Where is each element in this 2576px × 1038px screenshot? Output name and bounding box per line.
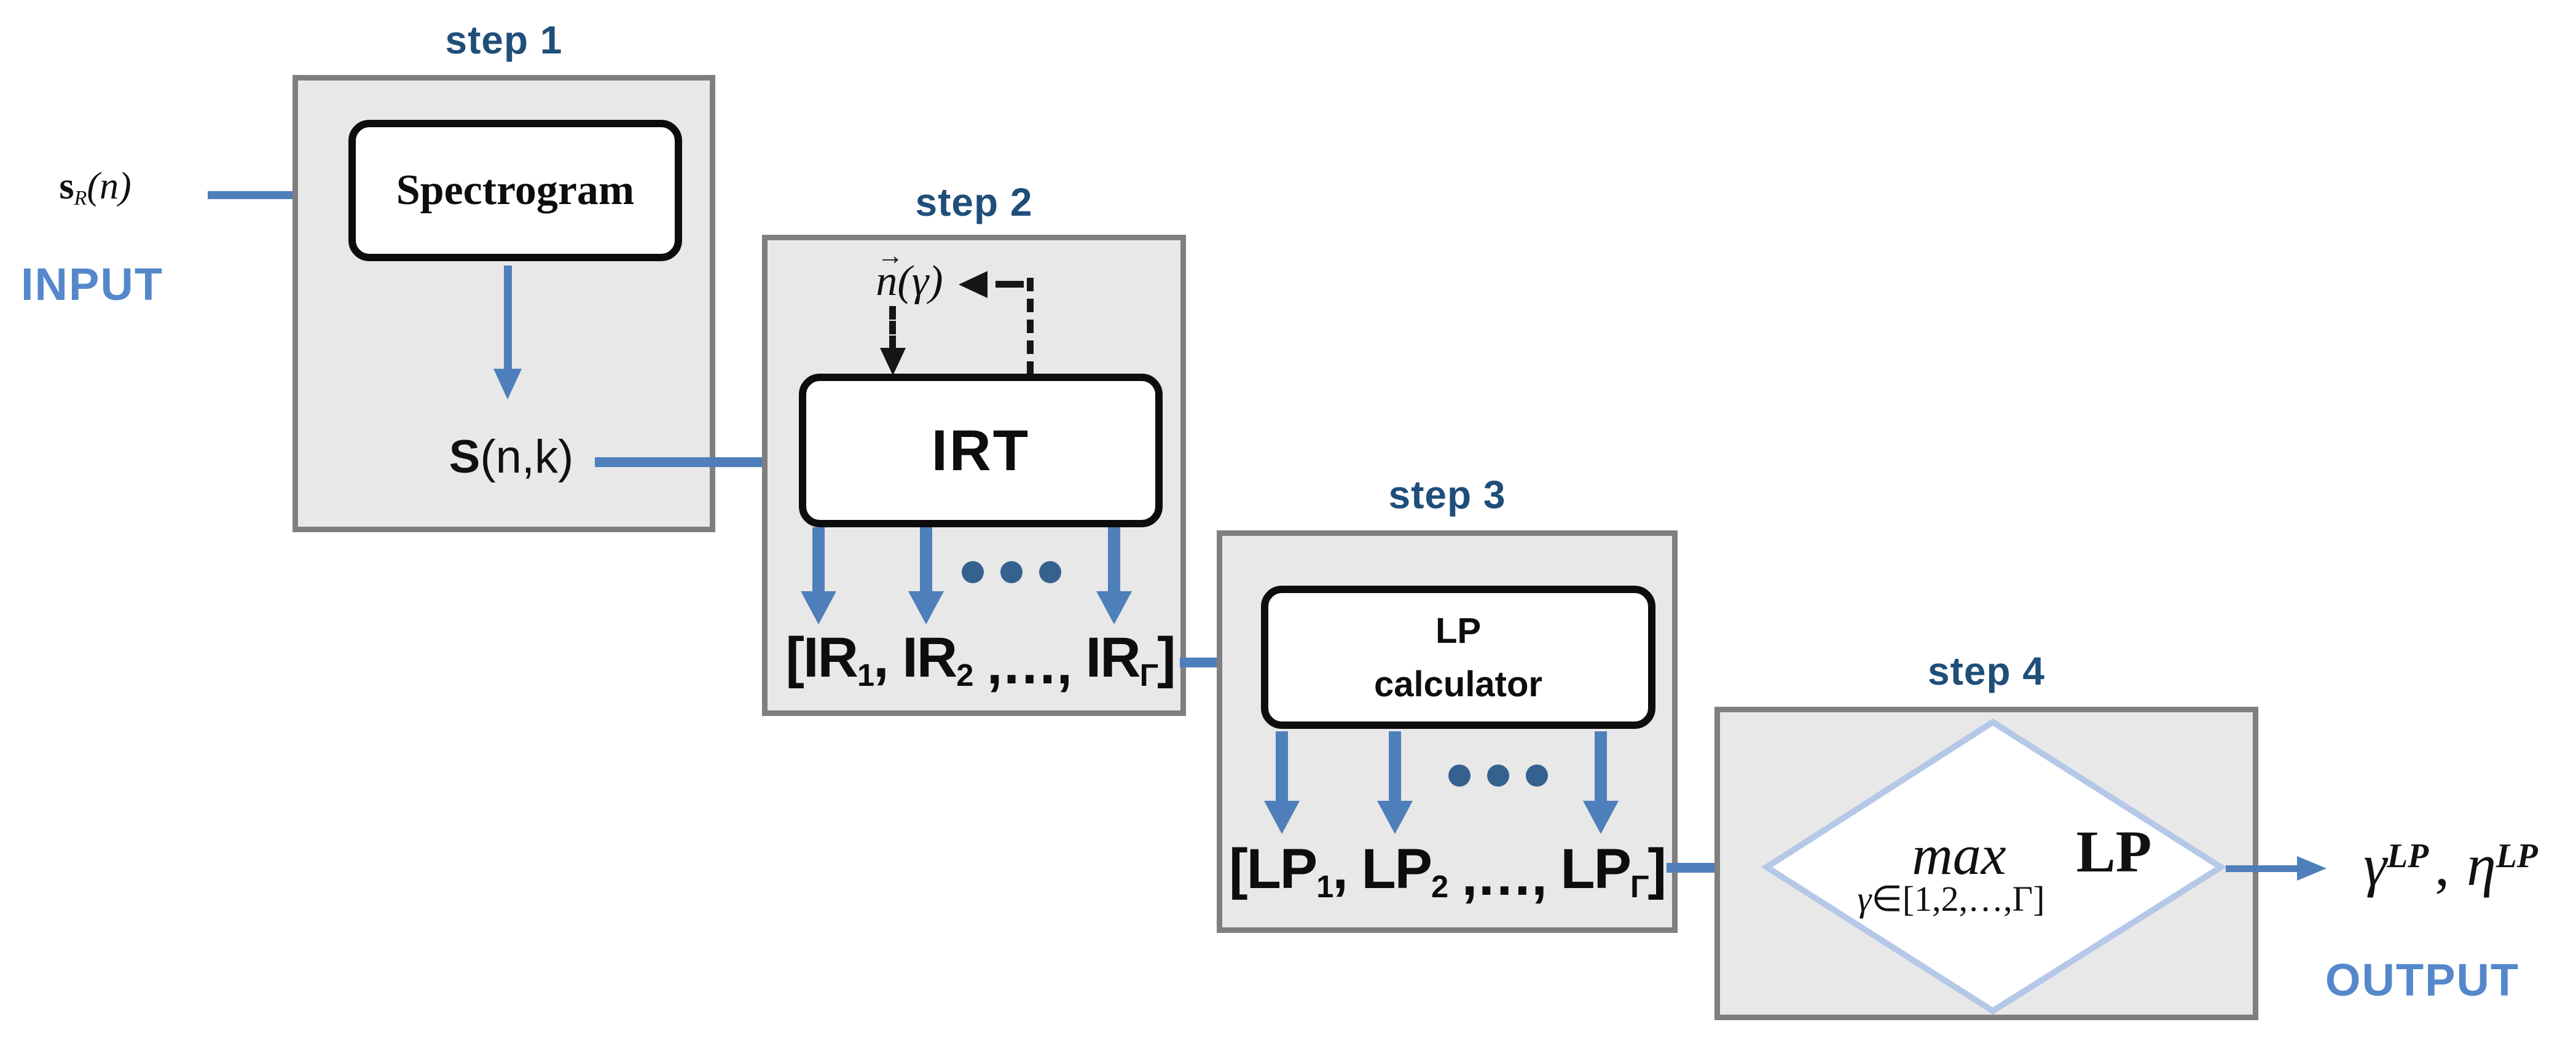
dot-icon [1448, 765, 1471, 787]
ellipsis-dots-step2 [962, 561, 1061, 583]
step3-title: step 3 [1388, 473, 1506, 517]
output-caption: OUTPUT [2325, 954, 2520, 1005]
input-signal-label: sR(n) [18, 165, 172, 210]
step2-title: step 2 [915, 180, 1033, 224]
lpcalc-out-arrowhead-1 [1264, 801, 1300, 834]
noise-vector-arg: (γ) [897, 258, 943, 305]
feedback-dashdot-vertical [1027, 278, 1034, 375]
irt-out-arrow-3 [1108, 527, 1120, 592]
step1-title: step 1 [445, 18, 563, 62]
input-signal-subscript: R [74, 187, 87, 210]
noise-vector-base: →n [876, 241, 904, 305]
lpcalc-out-arrowhead-3 [1583, 801, 1619, 834]
spectrogram-output-arg: (n,k) [480, 431, 574, 483]
dot-icon [962, 561, 984, 583]
lp-list-label: [LP1, LP2 ,…, LPΓ] [1228, 838, 1667, 908]
dot-icon [1039, 561, 1061, 583]
spectrogram-block-label: Spectrogram [396, 167, 635, 214]
spectrogram-output-label: S(n,k) [387, 430, 635, 484]
max-constraint-rest: ∈[1,2,…,Γ] [1871, 879, 2045, 919]
output-signal2-sup: LP [2496, 837, 2538, 876]
output-signal2-base: η [2467, 832, 2496, 898]
max-decision-diamond [1756, 717, 2229, 1016]
noise-dashed-arrowhead-icon [880, 348, 906, 375]
max-operand: LP [2076, 819, 2152, 884]
step4-title: step 4 [1928, 649, 2045, 693]
noise-vector-label: →n(γ) [823, 241, 995, 306]
input-caption: INPUT [21, 259, 163, 310]
lp-calculator-line2: calculator [1374, 664, 1542, 704]
input-signal-arg: (n) [87, 165, 132, 207]
lpcalc-out-arrowhead-2 [1377, 801, 1413, 834]
output-signals-label: γLP,ηLP [2328, 831, 2574, 899]
lp-calculator-block: LP calculator [1261, 586, 1655, 729]
max-operator: max [1912, 824, 2006, 886]
lpcalc-out-arrow-2 [1389, 731, 1401, 802]
feedback-left-arrowhead-icon [959, 271, 988, 298]
arrow-max-to-output [2226, 865, 2298, 872]
vector-arrow-icon: → [877, 241, 904, 271]
max-constraint-var: γ [1857, 879, 1872, 919]
ellipsis-dots-step3 [1448, 765, 1548, 787]
irt-block: IRT [799, 374, 1163, 527]
lp-calculator-line1: LP [1435, 610, 1482, 651]
output-signal1-sup: LP [2387, 837, 2429, 876]
lpcalc-out-arrow-1 [1276, 731, 1288, 802]
irt-out-arrowhead-3 [1096, 591, 1132, 624]
dot-icon [1000, 561, 1023, 583]
arrowhead-max-to-output [2297, 856, 2327, 881]
irt-out-arrow-2 [920, 527, 932, 592]
diamond-shape-icon [1761, 718, 2227, 1015]
irt-out-arrowhead-1 [801, 591, 836, 624]
irt-block-label: IRT [931, 418, 1031, 482]
arrow-spectrogram-down [504, 265, 512, 370]
spectrogram-block: Spectrogram [348, 120, 682, 261]
max-constraint: γ∈[1,2,…,Γ] [1831, 878, 2071, 919]
spectrogram-output-base: S [449, 431, 481, 483]
feedback-dash-horizontal [995, 281, 1024, 288]
input-signal-base: s [59, 165, 74, 207]
output-signal1-base: γ [2363, 832, 2387, 898]
dot-icon [1526, 765, 1548, 787]
ir-list-label: [IR1, IR2 ,…, IRΓ] [785, 626, 1176, 696]
lpcalc-out-arrow-3 [1595, 731, 1607, 802]
irt-out-arrow-1 [812, 527, 825, 592]
arrowhead-spectrogram-down [493, 369, 522, 399]
irt-out-arrowhead-2 [908, 591, 944, 624]
dot-icon [1487, 765, 1509, 787]
arrow-snk-to-irt [595, 457, 767, 467]
arrow-input-to-spectrogram [208, 191, 313, 199]
noise-dashed-arrow-line [889, 306, 896, 349]
output-comma: , [2435, 832, 2450, 898]
